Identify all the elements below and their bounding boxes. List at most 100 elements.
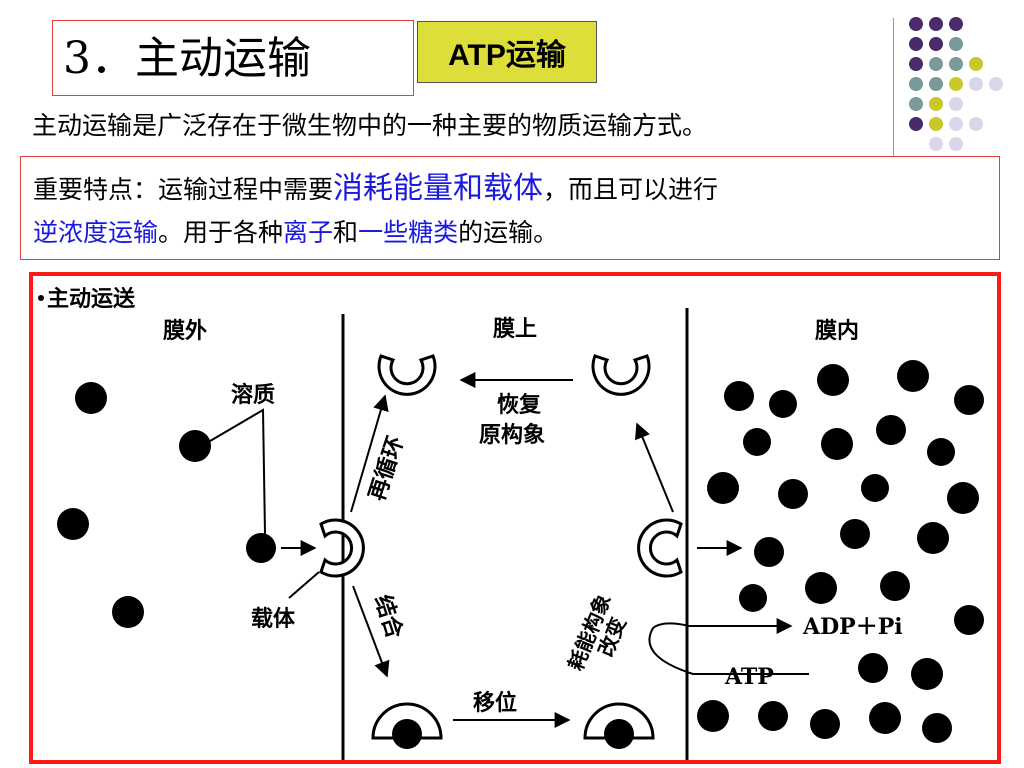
label-solute: 溶质 [231,382,275,408]
solute-dot [769,390,797,418]
solute-dot [697,700,729,732]
active-transport-diagram: 主动运送 膜外 膜上 膜内 溶质 载体 恢复 原构象 [38,286,984,760]
solute-dot [840,519,870,549]
solute-dot [179,430,211,462]
solute-dot [927,438,955,466]
solute-dot [75,382,107,414]
decorative-dot [929,137,943,151]
decorative-dot [929,57,943,71]
solute-dot [754,537,784,567]
title-box: 3．主动运输 [52,20,414,96]
solute-dot [954,385,984,415]
solute-dot [739,584,767,612]
outside-solutes [57,382,276,628]
decorative-dot [909,57,923,71]
atp-badge: ATP运输 [417,21,597,83]
label-bind: 结合 [369,592,408,643]
inside-solutes [697,360,984,743]
decorative-dot-grid [909,17,1003,151]
intro-text: 主动运输是广泛存在于微生物中的一种主要的物质运输方式。 [32,111,708,140]
decorative-dot [909,77,923,91]
feature-highlight-ions: 离子 [283,218,334,247]
solute-dot [876,415,906,445]
solute-dot [758,701,788,731]
feature-mid-3: 和 [333,218,359,247]
decorative-dot [949,17,963,31]
caption-bullet [38,295,44,301]
label-inside: 膜内 [815,318,859,344]
carrier-top-right [591,354,651,396]
label-carrier: 载体 [251,606,296,632]
diagram-caption: 主动运送 [47,286,135,312]
solute-dot [858,653,888,683]
carrier-top-left [377,354,437,396]
label-atp: ATP [724,664,774,690]
decorative-dot [969,57,983,71]
decorative-dot [949,117,963,131]
solute-dot [922,713,952,743]
feature-suffix: 的运输。 [458,218,559,247]
feature-prefix: 重要特点：运输过程中需要 [33,175,334,204]
decorative-dot [969,77,983,91]
label-translocate: 移位 [473,690,517,716]
solute-dot [743,428,771,456]
decorative-dot [929,97,943,111]
decorative-dot [909,37,923,51]
feature-line-1: 重要特点：运输过程中需要消耗能量和载体，而且可以进行 [33,171,718,208]
solute-dot [724,381,754,411]
bound-solute [604,719,634,749]
solute-dot [861,474,889,502]
decorative-dot [909,97,923,111]
solute-dot [810,709,840,739]
atp-adp-curve [648,622,809,675]
decorative-dot [929,37,943,51]
label-outside: 膜外 [163,318,207,344]
label-membrane: 膜上 [493,316,537,342]
arrow-up-right [635,422,674,513]
carrier-right [637,518,683,578]
solute-dot [707,472,739,504]
solute-dot [880,571,910,601]
solute-dot [821,428,853,460]
solute-dot [947,482,979,514]
solute-dot [917,522,949,554]
diagram-frame: 主动运送 膜外 膜上 膜内 溶质 载体 恢复 原构象 [29,272,1001,764]
decorative-dot [949,97,963,111]
decorative-dot [909,117,923,131]
label-adp: ADP＋Pi [802,614,903,640]
decorative-dot [949,37,963,51]
feature-highlight-gradient: 逆浓度运输 [33,218,159,247]
bound-solute [392,719,422,749]
solute-dot [817,364,849,396]
decorative-divider [893,18,894,168]
solute-dot [869,702,901,734]
decorative-dot [949,57,963,71]
carrier-pointer [288,571,320,599]
decorative-dot [909,17,923,31]
solute-dot [246,533,276,563]
page-title: 3．主动运输 [63,33,311,84]
solute-dot [112,596,144,628]
label-restore-2: 原构象 [479,422,545,448]
carrier-left [319,518,365,578]
arrow-recycle [350,394,389,513]
decorative-dot [949,137,963,151]
arrow-bind [352,585,390,678]
solute-dot [805,572,837,604]
feature-mid-2: 。用于各种 [158,218,284,247]
solute-dot [911,658,943,690]
decorative-dot [929,117,943,131]
decorative-dot [969,117,983,131]
feature-line-2: 逆浓度运输。用于各种离子和一些糖类的运输。 [33,215,558,251]
feature-box: 重要特点：运输过程中需要消耗能量和载体，而且可以进行 逆浓度运输。用于各种离子和… [20,156,1000,260]
solute-dot [897,360,929,392]
solute-dot [954,605,984,635]
decorative-dot [929,17,943,31]
decorative-dot [989,77,1003,91]
solute-pointer [204,408,266,535]
decorative-dot [949,77,963,91]
feature-mid-1: ，而且可以进行 [543,175,719,204]
solute-dot [57,508,89,540]
feature-highlight-energy: 消耗能量和载体 [333,171,544,206]
decorative-dot [929,77,943,91]
